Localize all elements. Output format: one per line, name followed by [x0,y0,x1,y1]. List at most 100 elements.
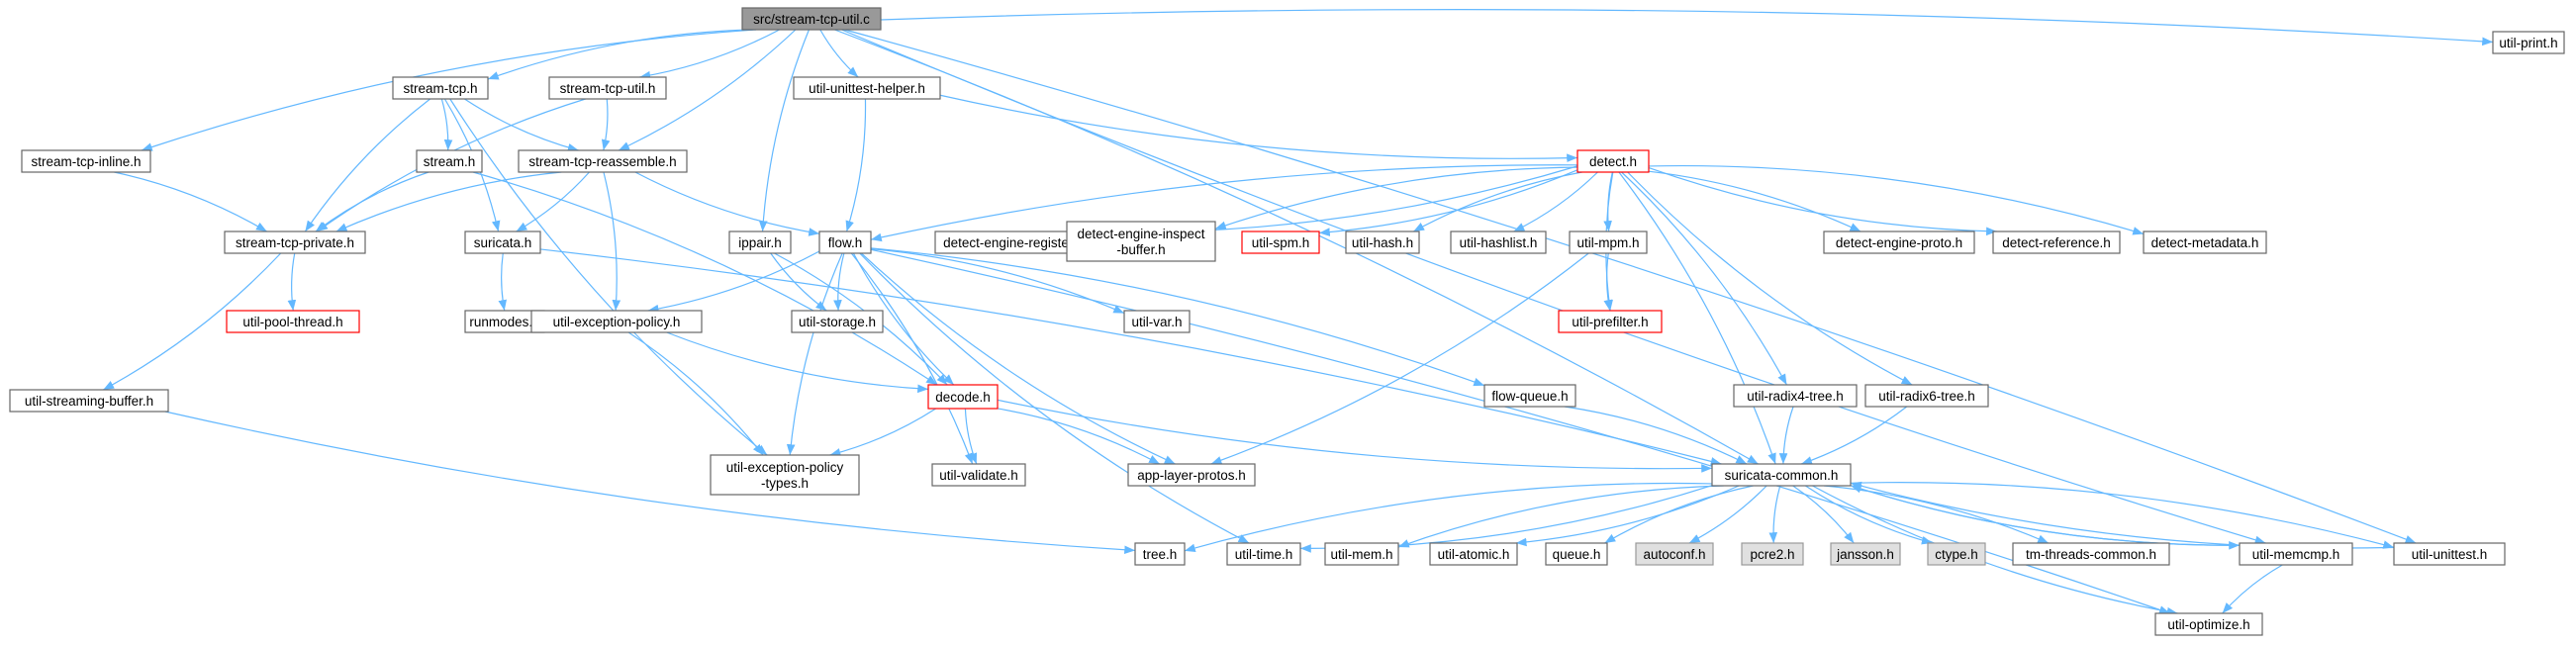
node-autoconf[interactable]: autoconf.h [1635,542,1714,566]
edge-root-to-util-memcmp [841,29,2266,545]
node-label-util-var: util-var.h [1131,315,1182,329]
edge-detect-to-util-spm [1318,169,1578,236]
node-label-flow: flow.h [828,235,863,250]
node-box-autoconf [1635,542,1714,566]
node-box-util-streaming-buffer [9,389,169,413]
node-label-util-hashlist: util-hashlist.h [1460,235,1538,250]
node-box-util-validate [931,463,1026,487]
node-root[interactable]: src/stream-tcp-util.c [741,7,882,31]
edge-stream-tcp-private-to-util-pool-thread [287,252,297,312]
node-util-time[interactable]: util-time.h [1226,542,1301,566]
node-flow[interactable]: flow.h [818,230,872,254]
node-util-unittest[interactable]: util-unittest.h [2393,542,2506,566]
node-box-stream-tcp [392,76,489,100]
node-util-mpm[interactable]: util-mpm.h [1569,230,1648,254]
node-label-suricata-common: suricata-common.h [1725,468,1839,483]
node-label-ippair: ippair.h [738,235,782,250]
node-box-pcre2 [1741,542,1804,566]
edge-decode-to-app-layer-protos [997,408,1161,465]
node-detect-engine-proto[interactable]: detect-engine-proto.h [1823,230,1975,254]
node-detect-reference[interactable]: detect-reference.h [1992,230,2121,254]
node-label-util-time: util-time.h [1235,547,1293,562]
node-tree[interactable]: tree.h [1134,542,1186,566]
node-label-app-layer-protos: app-layer-protos.h [1137,468,1246,483]
node-util-validate[interactable]: util-validate.h [931,463,1026,487]
node-util-print[interactable]: util-print.h [2492,31,2565,54]
node-pcre2[interactable]: pcre2.h [1741,542,1804,566]
node-label-jansson: jansson.h [1836,547,1894,562]
node-util-spm[interactable]: util-spm.h [1241,230,1320,254]
node-stream-tcp-reassemble[interactable]: stream-tcp-reassemble.h [518,149,688,173]
edge-stream-to-stream-tcp-private [315,171,429,232]
node-app-layer-protos[interactable]: app-layer-protos.h [1127,463,1256,487]
node-label-stream-tcp-util: stream-tcp-util.h [560,81,656,96]
node-util-optimize[interactable]: util-optimize.h [2154,612,2263,636]
node-label-suricata: suricata.h [474,235,532,250]
node-label-util-unittest-helper: util-unittest-helper.h [809,81,925,96]
edge-flow-queue-to-suricata-common [1564,406,1748,465]
node-util-storage[interactable]: util-storage.h [791,310,884,333]
node-box-detect-metadata [2143,230,2267,254]
node-label-util-radix6-tree: util-radix6-tree.h [1878,389,1975,404]
node-util-var[interactable]: util-var.h [1123,310,1191,333]
node-box-suricata [464,230,541,254]
edge-detect-to-detect-reference [1648,167,1997,236]
edge-stream-tcp-to-stream [440,98,453,151]
node-box-util-print [2492,31,2565,54]
node-util-prefilter[interactable]: util-prefilter.h [1558,310,1663,333]
node-util-hashlist[interactable]: util-hashlist.h [1450,230,1547,254]
node-label-tree: tree.h [1143,547,1178,562]
node-queue[interactable]: queue.h [1545,542,1608,566]
node-box-util-atomic [1429,542,1518,566]
edge-stream-tcp-to-stream-tcp-reassemble [464,98,579,152]
node-suricata-common[interactable]: suricata-common.h [1711,463,1852,487]
node-util-hash[interactable]: util-hash.h [1345,230,1420,254]
nodes-layer: src/stream-tcp-util.c stream-tcp.h stream-… [9,7,2565,636]
node-util-memcmp[interactable]: util-memcmp.h [2239,542,2353,566]
node-label-runmodes: runmodes.h [469,315,539,329]
node-suricata[interactable]: suricata.h [464,230,541,254]
node-ippair[interactable]: ippair.h [728,230,792,254]
edge-stream-tcp-private-to-util-streaming-buffer [103,252,282,391]
node-util-pool-thread[interactable]: util-pool-thread.h [226,310,360,333]
node-box-tm-threads-common [2012,542,2170,566]
edge-stream-tcp-reassemble-to-util-exception-policy [603,171,621,312]
node-util-streaming-buffer[interactable]: util-streaming-buffer.h [9,389,169,413]
node-detect-metadata[interactable]: detect-metadata.h [2143,230,2267,254]
node-ctype[interactable]: ctype.h [1927,542,1986,566]
node-tm-threads-common[interactable]: tm-threads-common.h [2012,542,2170,566]
node-label-util-exception-policy-types-line-0: util-exception-policy [726,460,844,475]
node-util-radix6-tree[interactable]: util-radix6-tree.h [1864,384,1989,408]
node-jansson[interactable]: jansson.h [1830,542,1901,566]
node-detect[interactable]: detect.h [1576,149,1650,173]
node-flow-queue[interactable]: flow-queue.h [1483,384,1576,408]
node-label-util-mpm: util-mpm.h [1576,235,1639,250]
node-util-exception-policy[interactable]: util-exception-policy.h [530,310,703,333]
node-box-detect-reference [1992,230,2121,254]
node-util-atomic[interactable]: util-atomic.h [1429,542,1518,566]
node-util-exception-policy-types[interactable]: util-exception-policy-types.h [710,454,860,496]
edge-stream-tcp-inline-to-stream-tcp-private [114,171,267,232]
node-box-util-exception-policy-types [710,454,860,496]
node-box-util-pool-thread [226,310,360,333]
node-label-decode: decode.h [935,390,991,405]
node-stream[interactable]: stream.h [416,149,483,173]
node-stream-tcp-inline[interactable]: stream-tcp-inline.h [21,149,151,173]
node-label-stream-tcp-private: stream-tcp-private.h [236,235,354,250]
node-util-unittest-helper[interactable]: util-unittest-helper.h [793,76,941,100]
node-stream-tcp[interactable]: stream-tcp.h [392,76,489,100]
node-label-detect-metadata: detect-metadata.h [2151,235,2259,250]
node-box-stream-tcp-inline [21,149,151,173]
node-label-detect-engine-inspect-buffer-line-0: detect-engine-inspect [1077,227,1204,241]
node-stream-tcp-private[interactable]: stream-tcp-private.h [224,230,366,254]
edge-root-to-stream-tcp-util [639,29,780,80]
node-label-util-unittest: util-unittest.h [2412,547,2488,562]
node-detect-engine-inspect-buffer[interactable]: detect-engine-inspect-buffer.h [1066,221,1216,262]
node-decode[interactable]: decode.h [927,384,999,410]
node-util-mem[interactable]: util-mem.h [1324,542,1399,566]
node-stream-tcp-util[interactable]: stream-tcp-util.h [548,76,667,100]
node-label-autoconf: autoconf.h [1643,547,1705,562]
edge-stream-tcp-to-stream-tcp-private [304,98,431,232]
node-util-radix4-tree[interactable]: util-radix4-tree.h [1733,384,1858,408]
node-box-util-hash [1345,230,1420,254]
